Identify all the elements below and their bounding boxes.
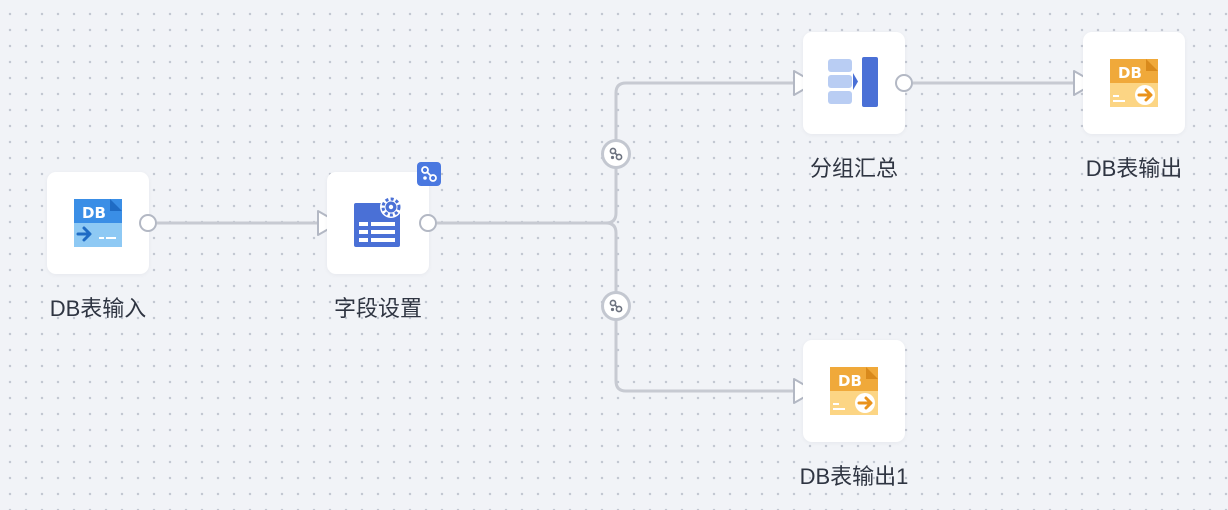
table-settings-icon <box>354 196 402 247</box>
node-label-group-summary: 分组汇总 <box>809 156 898 181</box>
edge-field-settings-to-db-output-1[interactable] <box>605 221 794 393</box>
node-label-db-output-1: DB表输出1 <box>799 464 909 489</box>
node-label-db-input: DB表输入 <box>49 296 147 321</box>
node-db-output[interactable]: DB <box>1083 32 1185 134</box>
branch-marker-upper[interactable] <box>601 139 631 169</box>
node-field-settings[interactable] <box>327 172 429 274</box>
branch-icon <box>609 147 623 161</box>
db-output-icon: DB <box>1110 59 1158 107</box>
output-port-field-settings[interactable] <box>419 214 437 232</box>
branch-icon <box>421 166 437 182</box>
branch-icon <box>609 299 623 313</box>
output-port-group-summary[interactable] <box>895 74 913 92</box>
node-group-summary[interactable] <box>803 32 905 134</box>
output-port-db-input[interactable] <box>139 214 157 232</box>
db-output-icon: DB <box>830 367 878 415</box>
db-output-icon-text: DB <box>1118 64 1142 82</box>
group-aggregate-icon <box>828 57 878 107</box>
branch-marker-lower[interactable] <box>601 291 631 321</box>
edge-field-settings-to-group-summary[interactable] <box>605 81 794 225</box>
node-db-input[interactable]: DB <box>47 172 149 274</box>
node-db-output-1[interactable]: DB <box>803 340 905 442</box>
node-label-db-output: DB表输出 <box>1085 156 1183 181</box>
node-label-field-settings: 字段设置 <box>333 296 422 321</box>
db-output-1-icon-text: DB <box>838 372 862 390</box>
node-badge-field-settings[interactable] <box>417 162 441 186</box>
db-input-icon: DB <box>74 199 122 247</box>
db-input-icon-text: DB <box>82 204 106 222</box>
